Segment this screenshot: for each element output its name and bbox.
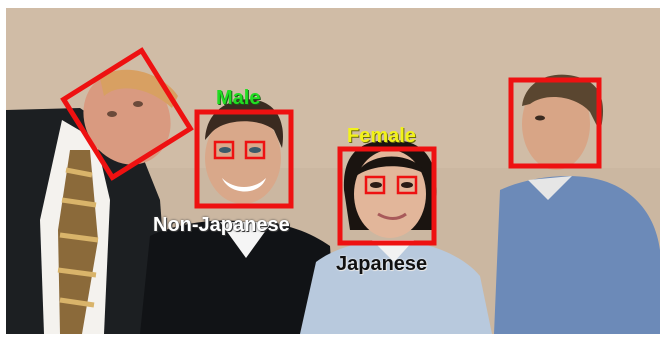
- eye-box-male-right: [244, 140, 266, 160]
- face-box-female: [337, 146, 437, 246]
- eye-box-female-right: [396, 175, 418, 195]
- eye-box-female-left: [364, 175, 386, 195]
- gender-label-female: Female: [347, 125, 416, 147]
- detection-boxes: [60, 47, 602, 246]
- person-female-center: [300, 140, 492, 334]
- ethnicity-label-japanese: Japanese: [336, 253, 428, 275]
- group-photo: [6, 8, 660, 334]
- face-box-tilted: [60, 47, 194, 181]
- person-left-tilted: [6, 69, 178, 334]
- face-box-male: [194, 109, 294, 209]
- gender-label-male: Male: [216, 87, 261, 109]
- person-right-profile: [494, 74, 660, 334]
- photo-scene: [6, 8, 660, 334]
- ethnicity-label-non-japanese: Non-Japanese: [153, 214, 290, 236]
- face-box-profile: [508, 77, 602, 169]
- eye-box-male-left: [213, 140, 235, 160]
